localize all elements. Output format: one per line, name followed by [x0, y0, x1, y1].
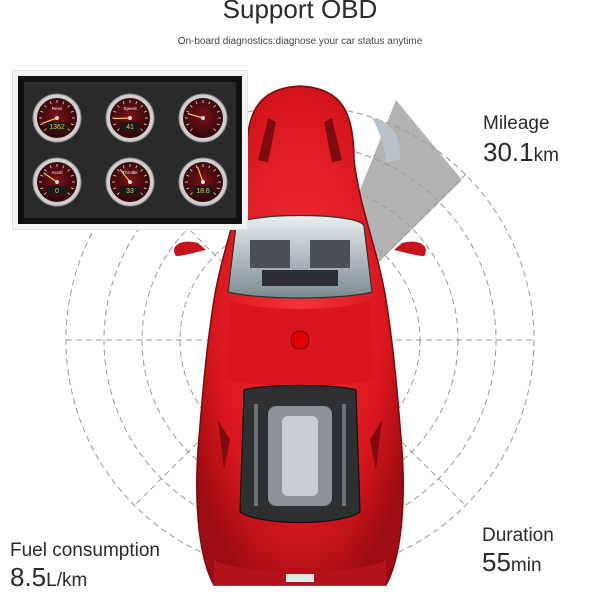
mileage-metric: Mileage 30.1km — [483, 114, 559, 165]
fuel-consumption-label: Fuel consumption — [10, 540, 160, 561]
gauge-readout: 0 — [55, 188, 59, 195]
gauge-label: Revs — [52, 106, 63, 111]
gauge-readout: 1362 — [49, 124, 65, 131]
fuel-consumption-value: 8.5 — [10, 562, 47, 592]
center-dot — [290, 330, 310, 350]
gauge-readout: 41 — [126, 124, 134, 131]
page-title: Support OBD — [222, 0, 378, 24]
gauge-label: Throttle — [122, 170, 138, 175]
gauge-readout: 18.6 — [196, 188, 210, 195]
fuel-consumption-metric: Fuel consumption 8.5L/km — [10, 541, 160, 590]
duration-value: 55 — [482, 547, 511, 577]
gauge-readout: 33 — [126, 188, 134, 195]
duration-label: Duration — [482, 525, 554, 546]
duration-metric: Duration 55min — [482, 526, 554, 575]
mileage-label: Mileage — [483, 113, 550, 134]
gauge-label: Speed — [123, 106, 137, 111]
gauge-label: Accel — [51, 170, 62, 175]
car-top-view — [174, 85, 426, 586]
gauge: 18.6 — [178, 157, 228, 207]
mileage-value: 30.1 — [483, 137, 534, 167]
gauge: Accel 0 — [32, 157, 82, 207]
gauge: Speed 41 — [105, 93, 155, 143]
gauge: Revs 1362 — [32, 93, 82, 143]
fuel-consumption-unit: L/km — [46, 570, 88, 591]
mileage-unit: km — [533, 145, 559, 166]
gauge — [178, 93, 228, 143]
duration-unit: min — [510, 555, 542, 576]
page-subtitle: On-board diagnostics:diagnose your car s… — [177, 36, 423, 47]
gauge: Throttle 33 — [105, 157, 155, 207]
